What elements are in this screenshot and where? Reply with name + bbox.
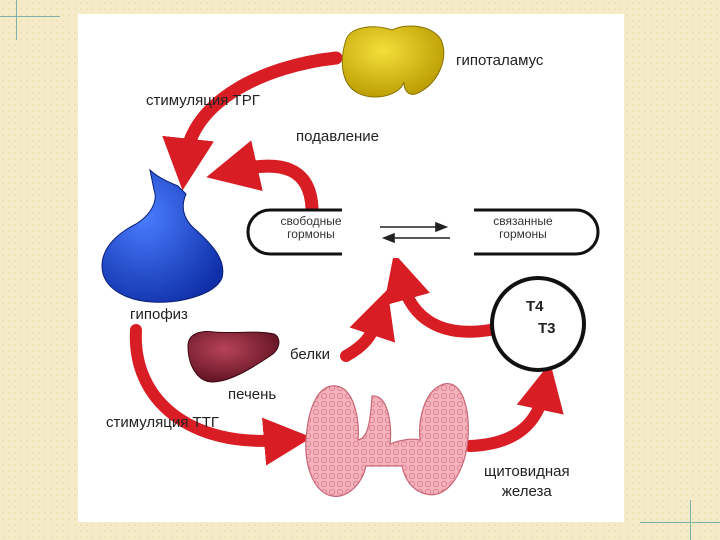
label-thyroid: щитовидная железа bbox=[484, 462, 570, 502]
corner-line-h-bottom bbox=[640, 522, 720, 523]
label-pituitary: гипофиз bbox=[130, 306, 188, 323]
corner-line-v-bottom bbox=[690, 500, 691, 540]
label-thyroid-line2: железа bbox=[501, 483, 552, 500]
label-thyroid-line1: щитовидная bbox=[484, 463, 570, 480]
label-t4: T4 bbox=[526, 298, 544, 315]
label-suppression: подавление bbox=[296, 128, 379, 145]
label-free-hormones-line1: свободные bbox=[280, 214, 342, 228]
t4-t3-circle bbox=[490, 276, 586, 372]
label-free-hormones: свободные гормоны bbox=[266, 215, 356, 241]
label-trh-stimulation: стимуляция ТРГ bbox=[146, 92, 260, 109]
thyroid-icon bbox=[305, 383, 469, 497]
label-proteins: белки bbox=[290, 346, 330, 363]
equilibrium-arrows bbox=[380, 221, 450, 244]
label-hypothalamus: гипоталамус bbox=[456, 52, 544, 69]
label-tsh-stimulation: стимуляция ТТГ bbox=[106, 414, 219, 431]
label-liver: печень bbox=[228, 386, 277, 403]
label-bound-hormones-line2: гормоны bbox=[499, 227, 547, 241]
arrow-tsh bbox=[129, 324, 312, 466]
arrow-suppression bbox=[206, 140, 319, 215]
corner-line-h-top bbox=[0, 16, 60, 17]
pituitary-icon bbox=[101, 168, 224, 303]
liver-icon bbox=[187, 331, 280, 383]
corner-line-v-top bbox=[16, 0, 17, 40]
label-free-hormones-line2: гормоны bbox=[287, 227, 335, 241]
arrow-trh bbox=[162, 51, 343, 191]
arrow-thyroid-to-t3t4 bbox=[464, 362, 564, 452]
label-bound-hormones-line1: связанные bbox=[493, 214, 553, 228]
arrow-proteins bbox=[340, 289, 396, 362]
label-bound-hormones: связанные гормоны bbox=[478, 215, 568, 241]
hypothalamus-icon bbox=[341, 25, 445, 98]
label-t3: T3 bbox=[538, 320, 556, 337]
arrow-to-free-hormones bbox=[383, 253, 496, 338]
